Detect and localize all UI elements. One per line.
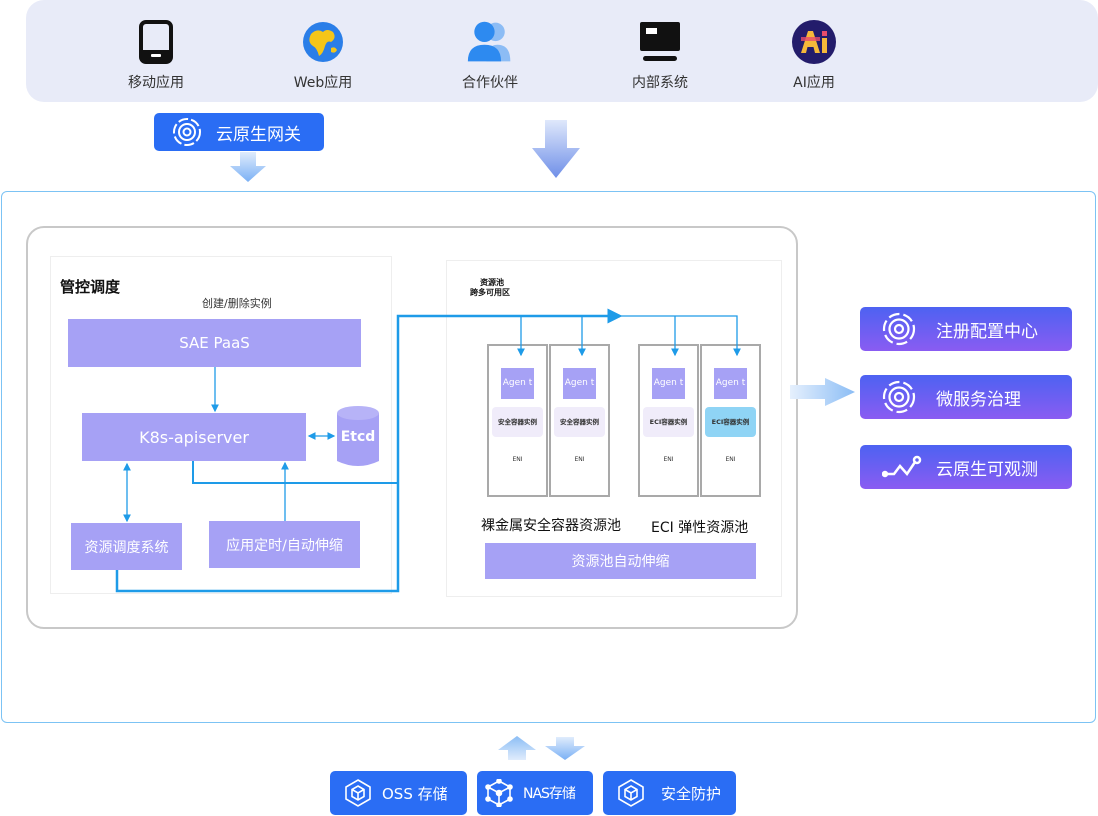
cube-cluster-icon <box>344 779 372 807</box>
client-label: 内部系统 <box>632 75 688 91</box>
agent-box: Agen t <box>652 368 685 399</box>
pool-node-column[interactable]: Agen t ECI容器实例 ENI <box>700 344 761 497</box>
client-mobile[interactable]: 移动应用 <box>101 18 211 92</box>
sae-paas-box[interactable]: SAE PaaS <box>68 319 361 367</box>
service-label: 微服务治理 <box>936 389 1021 410</box>
network-cube-icon <box>485 778 513 808</box>
service-button-observability[interactable]: 云原生可观测 <box>860 445 1072 489</box>
up-arrow-storage <box>498 736 536 760</box>
eni-label: ENI <box>725 456 736 463</box>
gateway-label: 云原生网关 <box>216 124 301 145</box>
client-internal[interactable]: 内部系统 <box>605 18 715 92</box>
clients-band: 移动应用 Web应用 合作伙伴 内部系统 AI应用 <box>26 0 1098 102</box>
client-label: Web应用 <box>293 75 353 91</box>
ai-icon <box>790 18 838 66</box>
pool-node-column[interactable]: Agen t ECI容器实例 ENI <box>638 344 699 497</box>
cloud-native-gateway-button[interactable]: 云原生网关 <box>154 113 324 151</box>
create-delete-label: 创建/删除实例 <box>202 297 272 310</box>
etcd-database[interactable]: Etcd <box>336 405 380 469</box>
pool-autoscale-bar[interactable]: 资源池自动伸缩 <box>485 543 756 579</box>
pool-title-line2: 跨多可用区 <box>470 288 510 297</box>
service-label: 注册配置中心 <box>936 321 1038 342</box>
agent-box: Agen t <box>714 368 747 399</box>
database-cylinder-icon <box>337 406 379 466</box>
client-label: 合作伙伴 <box>462 75 518 91</box>
partners-icon <box>466 18 514 66</box>
resource-scheduler-box[interactable]: 资源调度系统 <box>71 523 182 570</box>
service-button-registry-config[interactable]: 注册配置中心 <box>860 307 1072 351</box>
pool-title: 资源池 跨多可用区 <box>470 278 510 298</box>
storage-label: OSS 存储 <box>382 784 448 803</box>
control-title: 管控调度 <box>60 278 121 296</box>
storage-button-oss[interactable]: OSS 存储 <box>330 771 467 815</box>
swirl-icon <box>882 312 916 346</box>
client-web[interactable]: Web应用 <box>268 18 378 92</box>
gateway-swirl-icon <box>172 117 202 147</box>
app-autoscale-box[interactable]: 应用定时/自动伸缩 <box>209 521 360 568</box>
down-arrow-clients <box>532 120 580 178</box>
down-arrow-gateway <box>230 152 266 182</box>
globe-icon <box>299 18 347 66</box>
agent-box: Agen t <box>501 368 534 399</box>
eni-label: ENI <box>663 456 674 463</box>
storage-label: 安全防护 <box>661 784 722 803</box>
container-instance: 安全容器实例 <box>554 407 605 437</box>
platform-frame <box>1 191 1096 723</box>
eni-label: ENI <box>512 456 523 463</box>
right-arrow-services <box>790 378 855 406</box>
client-partners[interactable]: 合作伙伴 <box>435 18 545 92</box>
eni-label: ENI <box>574 456 585 463</box>
k8s-apiserver-box[interactable]: K8s-apiserver <box>82 413 306 461</box>
container-instance: 安全容器实例 <box>492 407 543 437</box>
storage-button-nas[interactable]: NAS存储 <box>477 771 593 815</box>
swirl-icon <box>882 380 916 414</box>
cube-cluster-icon <box>617 779 645 807</box>
trend-line-icon <box>881 450 922 484</box>
eci-pool-label: ECI 弹性资源池 <box>651 520 749 536</box>
client-ai[interactable]: AI应用 <box>759 18 869 92</box>
pool-title-line1: 资源池 <box>480 278 504 287</box>
pool-node-column[interactable]: Agen t 安全容器实例 ENI <box>549 344 610 497</box>
client-label: 移动应用 <box>128 75 184 91</box>
storage-label: NAS存储 <box>523 786 576 802</box>
storage-button-security[interactable]: 安全防护 <box>603 771 736 815</box>
etcd-label: Etcd <box>340 429 376 445</box>
container-instance: ECI容器实例 <box>705 407 756 437</box>
container-instance: ECI容器实例 <box>643 407 694 437</box>
sae-frame <box>26 226 798 629</box>
mobile-icon <box>132 18 180 66</box>
agent-box: Agen t <box>563 368 596 399</box>
service-button-microservice-governance[interactable]: 微服务治理 <box>860 375 1072 419</box>
baremetal-pool-label: 裸金属安全容器资源池 <box>481 518 621 534</box>
down-arrow-storage <box>545 737 585 760</box>
service-label: 云原生可观测 <box>936 459 1038 480</box>
client-label: AI应用 <box>793 75 835 91</box>
monitor-icon <box>636 18 684 66</box>
pool-node-column[interactable]: Agen t 安全容器实例 ENI <box>487 344 548 497</box>
